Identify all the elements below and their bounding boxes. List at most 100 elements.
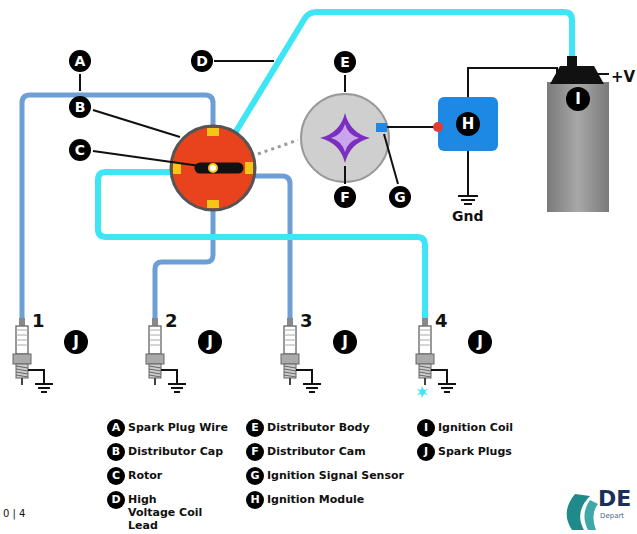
thread-line (284, 366, 296, 368)
thread-line (149, 375, 161, 377)
rotor (200, 163, 238, 174)
callout-letter: G (389, 186, 411, 208)
plug-insulator (149, 326, 161, 354)
plug-number: 3 (300, 310, 313, 332)
module-coil-wire (468, 68, 557, 97)
spark-plug-wire (155, 208, 213, 318)
ground-symbol (438, 383, 456, 385)
ground-wire (296, 370, 312, 384)
coil-tower (567, 56, 577, 67)
insulator-rib (16, 340, 28, 341)
cam-highlight (331, 124, 359, 152)
insulator-rib (149, 335, 161, 336)
callout-letter: J (333, 330, 357, 354)
callout-letter: J (64, 330, 88, 354)
distributor-cam (320, 113, 370, 163)
insulator-rib (149, 340, 161, 341)
signal-sensor (376, 123, 387, 132)
ignition-module: H (438, 97, 498, 151)
callout-letter: J (417, 443, 435, 461)
plug-number: 4 (435, 310, 448, 332)
cap-terminal (207, 200, 219, 208)
ground-symbol (309, 391, 315, 393)
insulator-rib (16, 330, 28, 331)
insulator-rib (419, 330, 431, 331)
insulator-rib (419, 340, 431, 341)
callout-letter: A (107, 419, 125, 437)
insulator-rib (419, 345, 431, 346)
callout-letter: A (69, 50, 91, 72)
plug-terminal (287, 318, 293, 326)
thread-line (419, 366, 431, 368)
plug-hex (281, 354, 299, 364)
insulator-rib (284, 335, 296, 336)
plug-insulator (419, 326, 431, 354)
plug-thread (419, 364, 431, 378)
spark-plugs (13, 318, 456, 398)
ground-symbol (174, 391, 180, 393)
legend-text: Ignition Signal Sensor (267, 469, 404, 482)
supply-wire (598, 73, 609, 75)
insulator-rib (419, 335, 431, 336)
callout-letter: F (246, 443, 264, 461)
sensor-wire (387, 126, 436, 128)
legend-text: Rotor (128, 469, 162, 482)
thread-line (16, 369, 28, 371)
legend-text: Distributor Body (267, 421, 370, 434)
plug-electrode (289, 378, 291, 385)
callout-letter: B (69, 96, 91, 118)
plug-electrode (21, 378, 23, 385)
cap-terminal (245, 162, 253, 174)
callout-letter: I (566, 87, 590, 111)
spark (417, 386, 428, 398)
thread-line (149, 369, 161, 371)
insulator-rib (284, 330, 296, 331)
legend-text: Distributor Cam (267, 445, 366, 458)
insulator-rib (16, 345, 28, 346)
plug-insulator (16, 326, 28, 354)
plug-thread (284, 364, 296, 378)
plug-hex (416, 354, 434, 364)
cap-terminal (207, 128, 219, 136)
text-label: 0 | 4 (3, 508, 25, 520)
high-voltage-coil-lead (215, 12, 572, 166)
plug-terminal (152, 318, 158, 326)
insulator-rib (284, 340, 296, 341)
text-label: Gnd (452, 208, 483, 225)
legend-text: Spark Plugs (438, 445, 512, 458)
text-label: Depart (600, 512, 624, 520)
plug-insulator (284, 326, 296, 354)
leader-lines (80, 61, 398, 184)
ground-symbol (38, 387, 50, 389)
callout-letter: H (246, 491, 264, 509)
thread-line (284, 372, 296, 374)
spark-plug-wire-active (98, 172, 425, 318)
callout-letter: D (107, 491, 125, 509)
callout-letter: E (334, 51, 356, 73)
plug-thread (149, 364, 161, 378)
shaft-link (258, 140, 298, 154)
plug-number: 2 (165, 310, 178, 332)
plug-hex (13, 354, 31, 364)
thread-line (284, 369, 296, 371)
callout-letter: C (69, 139, 91, 161)
spark-plug-wire (22, 95, 213, 318)
thread-line (16, 372, 28, 374)
legend-text: Ignition Module (267, 493, 364, 506)
ground-wire (161, 370, 177, 384)
ground-symbol (444, 391, 450, 393)
spark-plug-wire (250, 176, 290, 318)
legend-text: Ignition Coil (438, 421, 513, 434)
callout-letter: G (246, 467, 264, 485)
callout-letter: H (456, 112, 480, 136)
thread-line (419, 372, 431, 374)
plug-hex (146, 354, 164, 364)
ground-symbol (306, 387, 318, 389)
ground-wire (467, 150, 469, 196)
callout-letter: J (198, 330, 222, 354)
ground-symbol (35, 383, 53, 385)
plug-number: DE (598, 486, 631, 512)
ground-wire (431, 370, 447, 384)
callout-letter: J (468, 330, 492, 354)
ignition-coil: I (547, 82, 609, 212)
